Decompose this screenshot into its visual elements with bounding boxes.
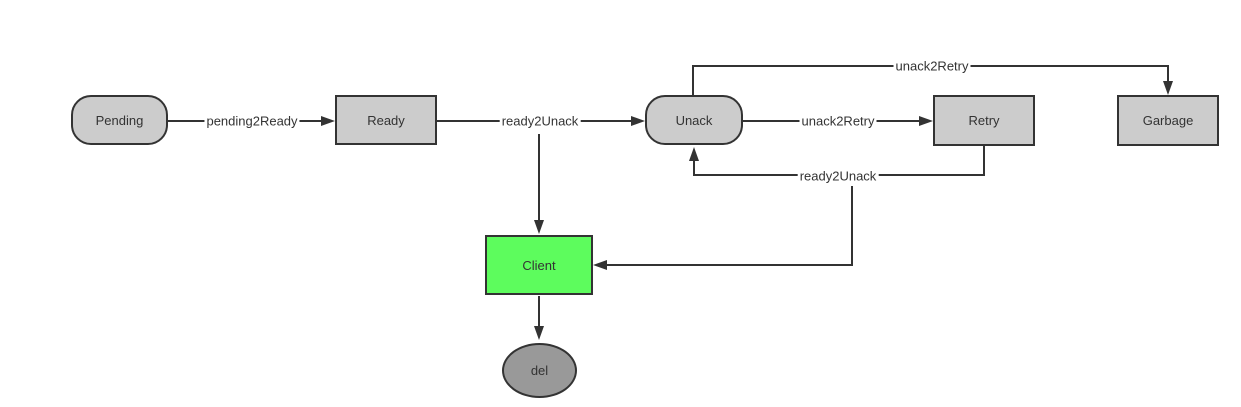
edge-label-retry-unack: ready2Unack (797, 167, 879, 185)
node-retry: Retry (933, 95, 1035, 146)
arrowhead-into-client-top (534, 220, 544, 234)
arrowhead-into-del (534, 326, 544, 340)
arrowhead-into-unack (631, 116, 645, 126)
arrowhead-into-garbage (1163, 81, 1173, 95)
arrowhead-into-client-right (593, 260, 607, 270)
edge-label-ready-unack: ready2Unack (499, 112, 581, 130)
node-pending-label: Pending (95, 112, 144, 128)
arrowhead-into-retry (919, 116, 933, 126)
node-unack-label: Unack (675, 112, 713, 128)
node-del-label: del (530, 363, 549, 378)
arrowhead-into-unack-bottom (689, 147, 699, 161)
node-client: Client (485, 235, 593, 295)
edge-label-unack-retry: unack2Retry (799, 112, 877, 130)
node-garbage-label: Garbage (1142, 113, 1194, 128)
arrowhead-into-ready (321, 116, 335, 126)
node-client-label: Client (522, 257, 556, 273)
node-unack: Unack (645, 95, 743, 145)
edge-retry-client (606, 186, 853, 266)
node-ready-label: Ready (367, 112, 405, 128)
edge-label-pending-ready: pending2Ready (204, 112, 300, 130)
edge-label-unack-garbage: unack2Retry (893, 57, 971, 75)
node-del: del (502, 343, 577, 398)
node-pending: Pending (71, 95, 168, 145)
node-garbage: Garbage (1117, 95, 1219, 146)
node-retry-label: Retry (968, 113, 1000, 128)
node-ready: Ready (335, 95, 437, 145)
